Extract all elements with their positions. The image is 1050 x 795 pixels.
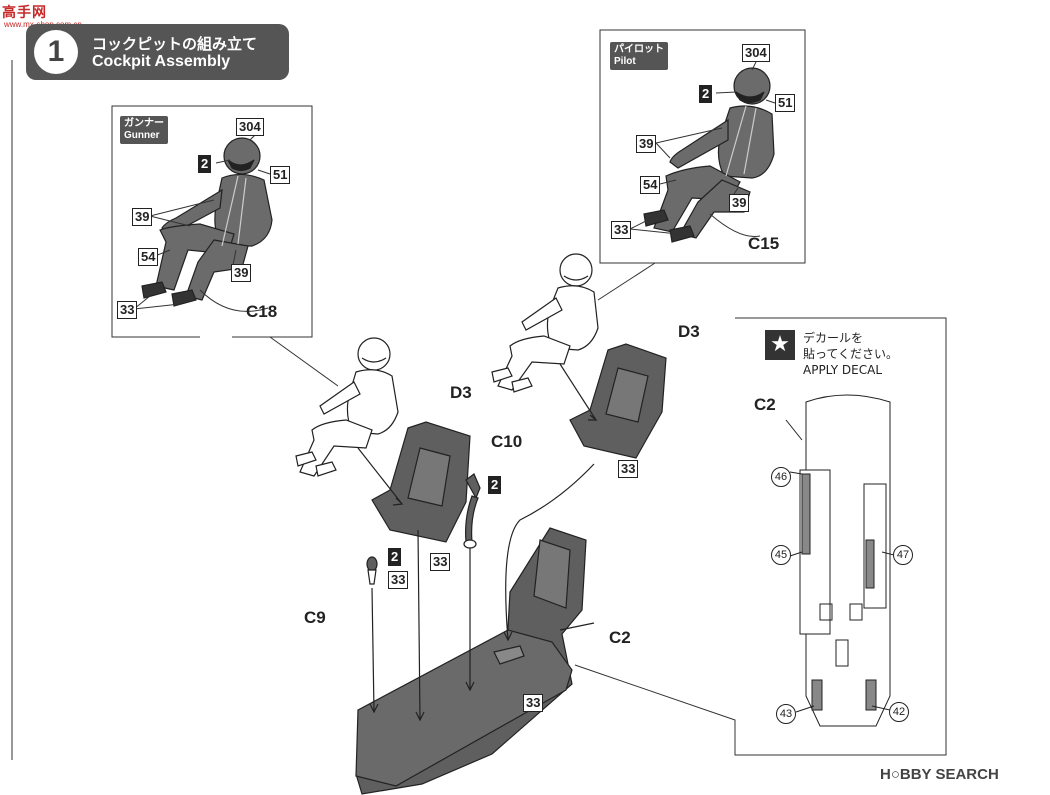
step-title-en: Cockpit Assembly [92, 53, 231, 70]
pilot-part-body: 54 [640, 176, 661, 194]
star-icon: ★ [765, 330, 795, 360]
gunner-tag-jp: ガンナー [124, 118, 164, 129]
seat-right-part: 33 [618, 460, 639, 478]
decal-note-jp-1: デカールを [803, 331, 864, 345]
pilot-callout-leader [597, 262, 656, 301]
decal-note-text: デカールを 貼ってください。 APPLY DECAL [803, 330, 898, 378]
gunner-part-head: 51 [270, 166, 291, 184]
control-stick-c10 [463, 473, 481, 549]
decal-note-en: APPLY DECAL [803, 363, 883, 377]
stick-label: C10 [491, 432, 523, 451]
assembly-arrows [357, 363, 598, 722]
pilot-tag-jp: パイロット [614, 44, 664, 55]
decal-note-jp-2: 貼ってください。 [803, 347, 899, 361]
pilot-part-harness: 39 [636, 135, 657, 153]
step-title-jp: コックピットの組み立て [92, 36, 258, 53]
decal-panel-label: C2 [754, 395, 776, 414]
seat-d3-left [371, 421, 471, 543]
pilot-part-helmet: 304 [742, 44, 770, 62]
gunner-callout-leader [269, 336, 339, 387]
gunner-part-boots: 33 [117, 301, 138, 319]
step-number: 1 [34, 30, 78, 74]
gunner-part-helmet: 304 [236, 118, 264, 136]
gunner-figure-outline [295, 337, 399, 477]
gunner-tag-en: Gunner [124, 130, 160, 141]
stick-base-part: 33 [430, 553, 451, 571]
corner-logo: 高手网 [2, 5, 47, 21]
tub-part: 33 [523, 694, 544, 712]
seat-left-label: D3 [450, 383, 472, 402]
gunner-tag: ガンナー Gunner [120, 116, 168, 144]
gunner-part-visor: 2 [198, 155, 212, 173]
tub-label: C2 [609, 628, 631, 647]
gunner-part-harness-lower: 39 [231, 264, 252, 282]
pilot-tag-en: Pilot [614, 56, 636, 67]
decal-panel-box [574, 317, 947, 756]
pilot-figure-label: C15 [748, 234, 780, 253]
decal-45: 45 [771, 545, 791, 565]
gunner-figure-detail [141, 137, 273, 307]
cockpit-tub-c2 [355, 527, 587, 795]
pilot-part-boots: 33 [611, 221, 632, 239]
decal-46: 46 [771, 467, 791, 487]
pilot-part-harness-lower: 39 [729, 194, 750, 212]
gunner-figure-label: C18 [246, 302, 278, 321]
pilot-part-visor: 2 [699, 85, 713, 103]
decal-panel-drawing [785, 394, 895, 727]
step-header: 1 コックピットの組み立て Cockpit Assembly [26, 24, 289, 80]
decal-42: 42 [889, 702, 909, 722]
decal-47: 47 [893, 545, 913, 565]
stick-part-number: 2 [488, 476, 502, 494]
decal-43: 43 [776, 704, 796, 724]
gunner-part-harness: 39 [132, 208, 153, 226]
throttle-part-number: 2 [388, 548, 402, 566]
throttle-base-part: 33 [388, 571, 409, 589]
watermark: H○BBY SEARCH [880, 766, 999, 783]
seat-right-label: D3 [678, 322, 700, 341]
throttle-label: C9 [304, 608, 326, 627]
pilot-figure-outline [491, 253, 599, 393]
pilot-tag: パイロット Pilot [610, 42, 668, 70]
seat-d3-right [569, 343, 667, 459]
pilot-part-head: 51 [775, 94, 796, 112]
gunner-part-body: 54 [138, 248, 159, 266]
throttle-c9 [366, 556, 378, 585]
pilot-figure-detail [643, 67, 775, 243]
